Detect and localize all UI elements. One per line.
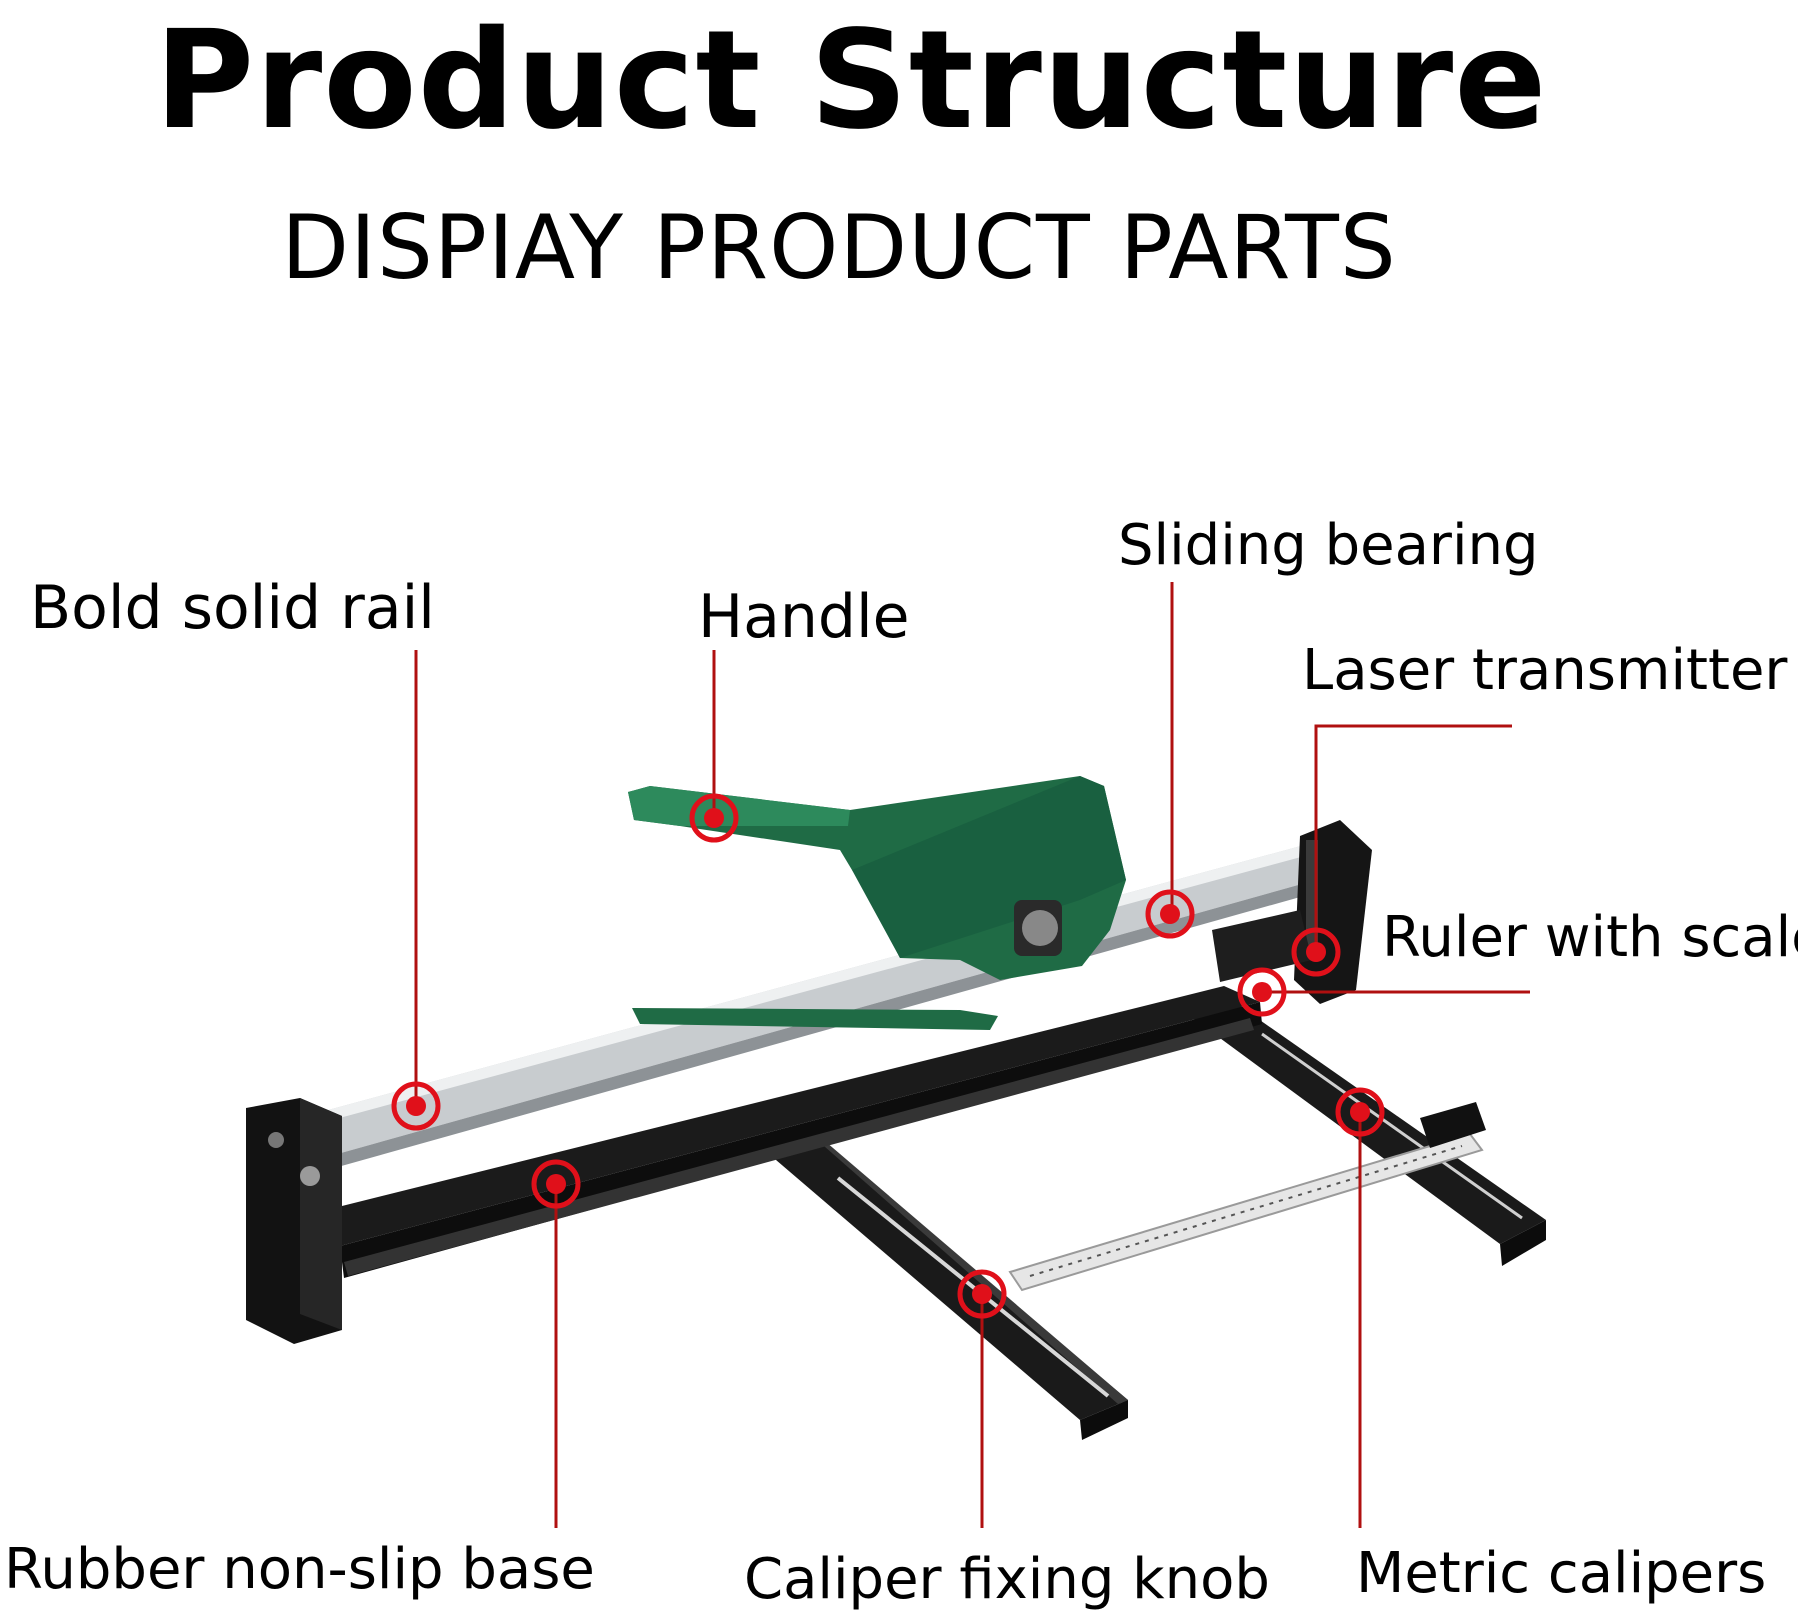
marker-knob <box>957 1269 1007 1319</box>
label-handle: Handle <box>698 582 910 652</box>
label-metric-calipers: Metric calipers <box>1356 1541 1767 1606</box>
label-laser-transmitter: Laser transmitter <box>1302 638 1788 703</box>
marker-calipers <box>1335 1087 1385 1137</box>
page-subtitle: DISPIAY PRODUCT PARTS <box>281 196 1397 299</box>
leader-lines <box>414 582 1530 1528</box>
marker-laser <box>1291 927 1341 977</box>
left-end-block <box>246 1098 342 1344</box>
marker-handle <box>689 793 739 843</box>
marker-bearing <box>1145 889 1195 939</box>
handle-assembly <box>628 776 1126 1030</box>
marker-rail <box>391 1081 441 1131</box>
label-caliper-fixing-knob: Caliper fixing knob <box>744 1547 1270 1612</box>
marker-ruler <box>1237 967 1287 1017</box>
label-ruler-with-scale: Ruler with scale <box>1382 905 1798 970</box>
rear-caliper-arm-right <box>1190 1002 1546 1266</box>
markers <box>391 793 1385 1319</box>
label-rubber-non-slip-base: Rubber non-slip base <box>4 1537 595 1602</box>
page-title: Product Structure <box>154 2 1548 160</box>
metric-calipers-bar <box>1008 1102 1486 1292</box>
rear-caliper-arm-left <box>762 1132 1128 1440</box>
marker-base <box>531 1159 581 1209</box>
leader-line-laser <box>1314 724 1512 948</box>
label-bold-solid-rail: Bold solid rail <box>30 573 435 643</box>
label-sliding-bearing: Sliding bearing <box>1118 513 1539 578</box>
